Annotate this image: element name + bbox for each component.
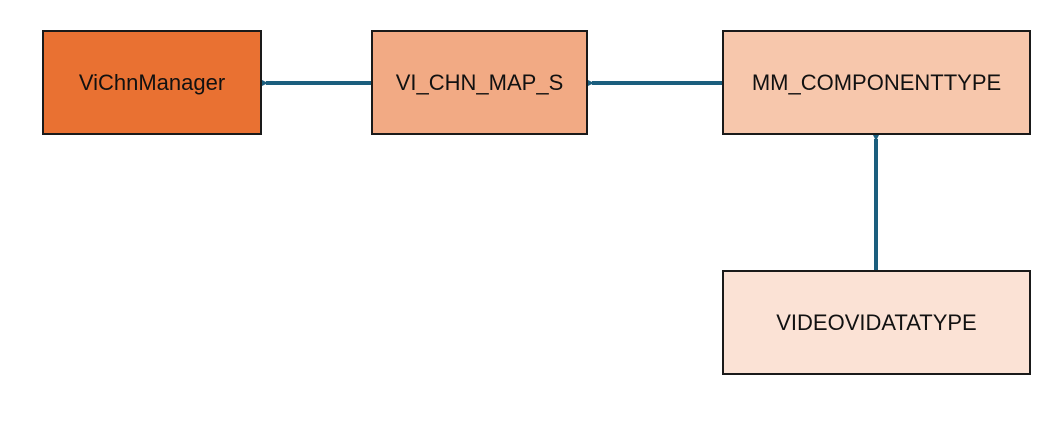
node-label: MM_COMPONENTTYPE <box>751 69 1002 95</box>
node-vi-chn-map-s: VI_CHN_MAP_S <box>371 30 588 135</box>
node-vichnmanager: ViChnManager <box>42 30 262 135</box>
node-mm-componenttype: MM_COMPONENTTYPE <box>722 30 1031 135</box>
node-label: ViChnManager <box>78 69 226 95</box>
node-label: VIDEOVIDATATYPE <box>776 309 977 335</box>
node-label: VI_CHN_MAP_S <box>395 69 564 95</box>
node-videovidatatype: VIDEOVIDATATYPE <box>722 270 1031 375</box>
